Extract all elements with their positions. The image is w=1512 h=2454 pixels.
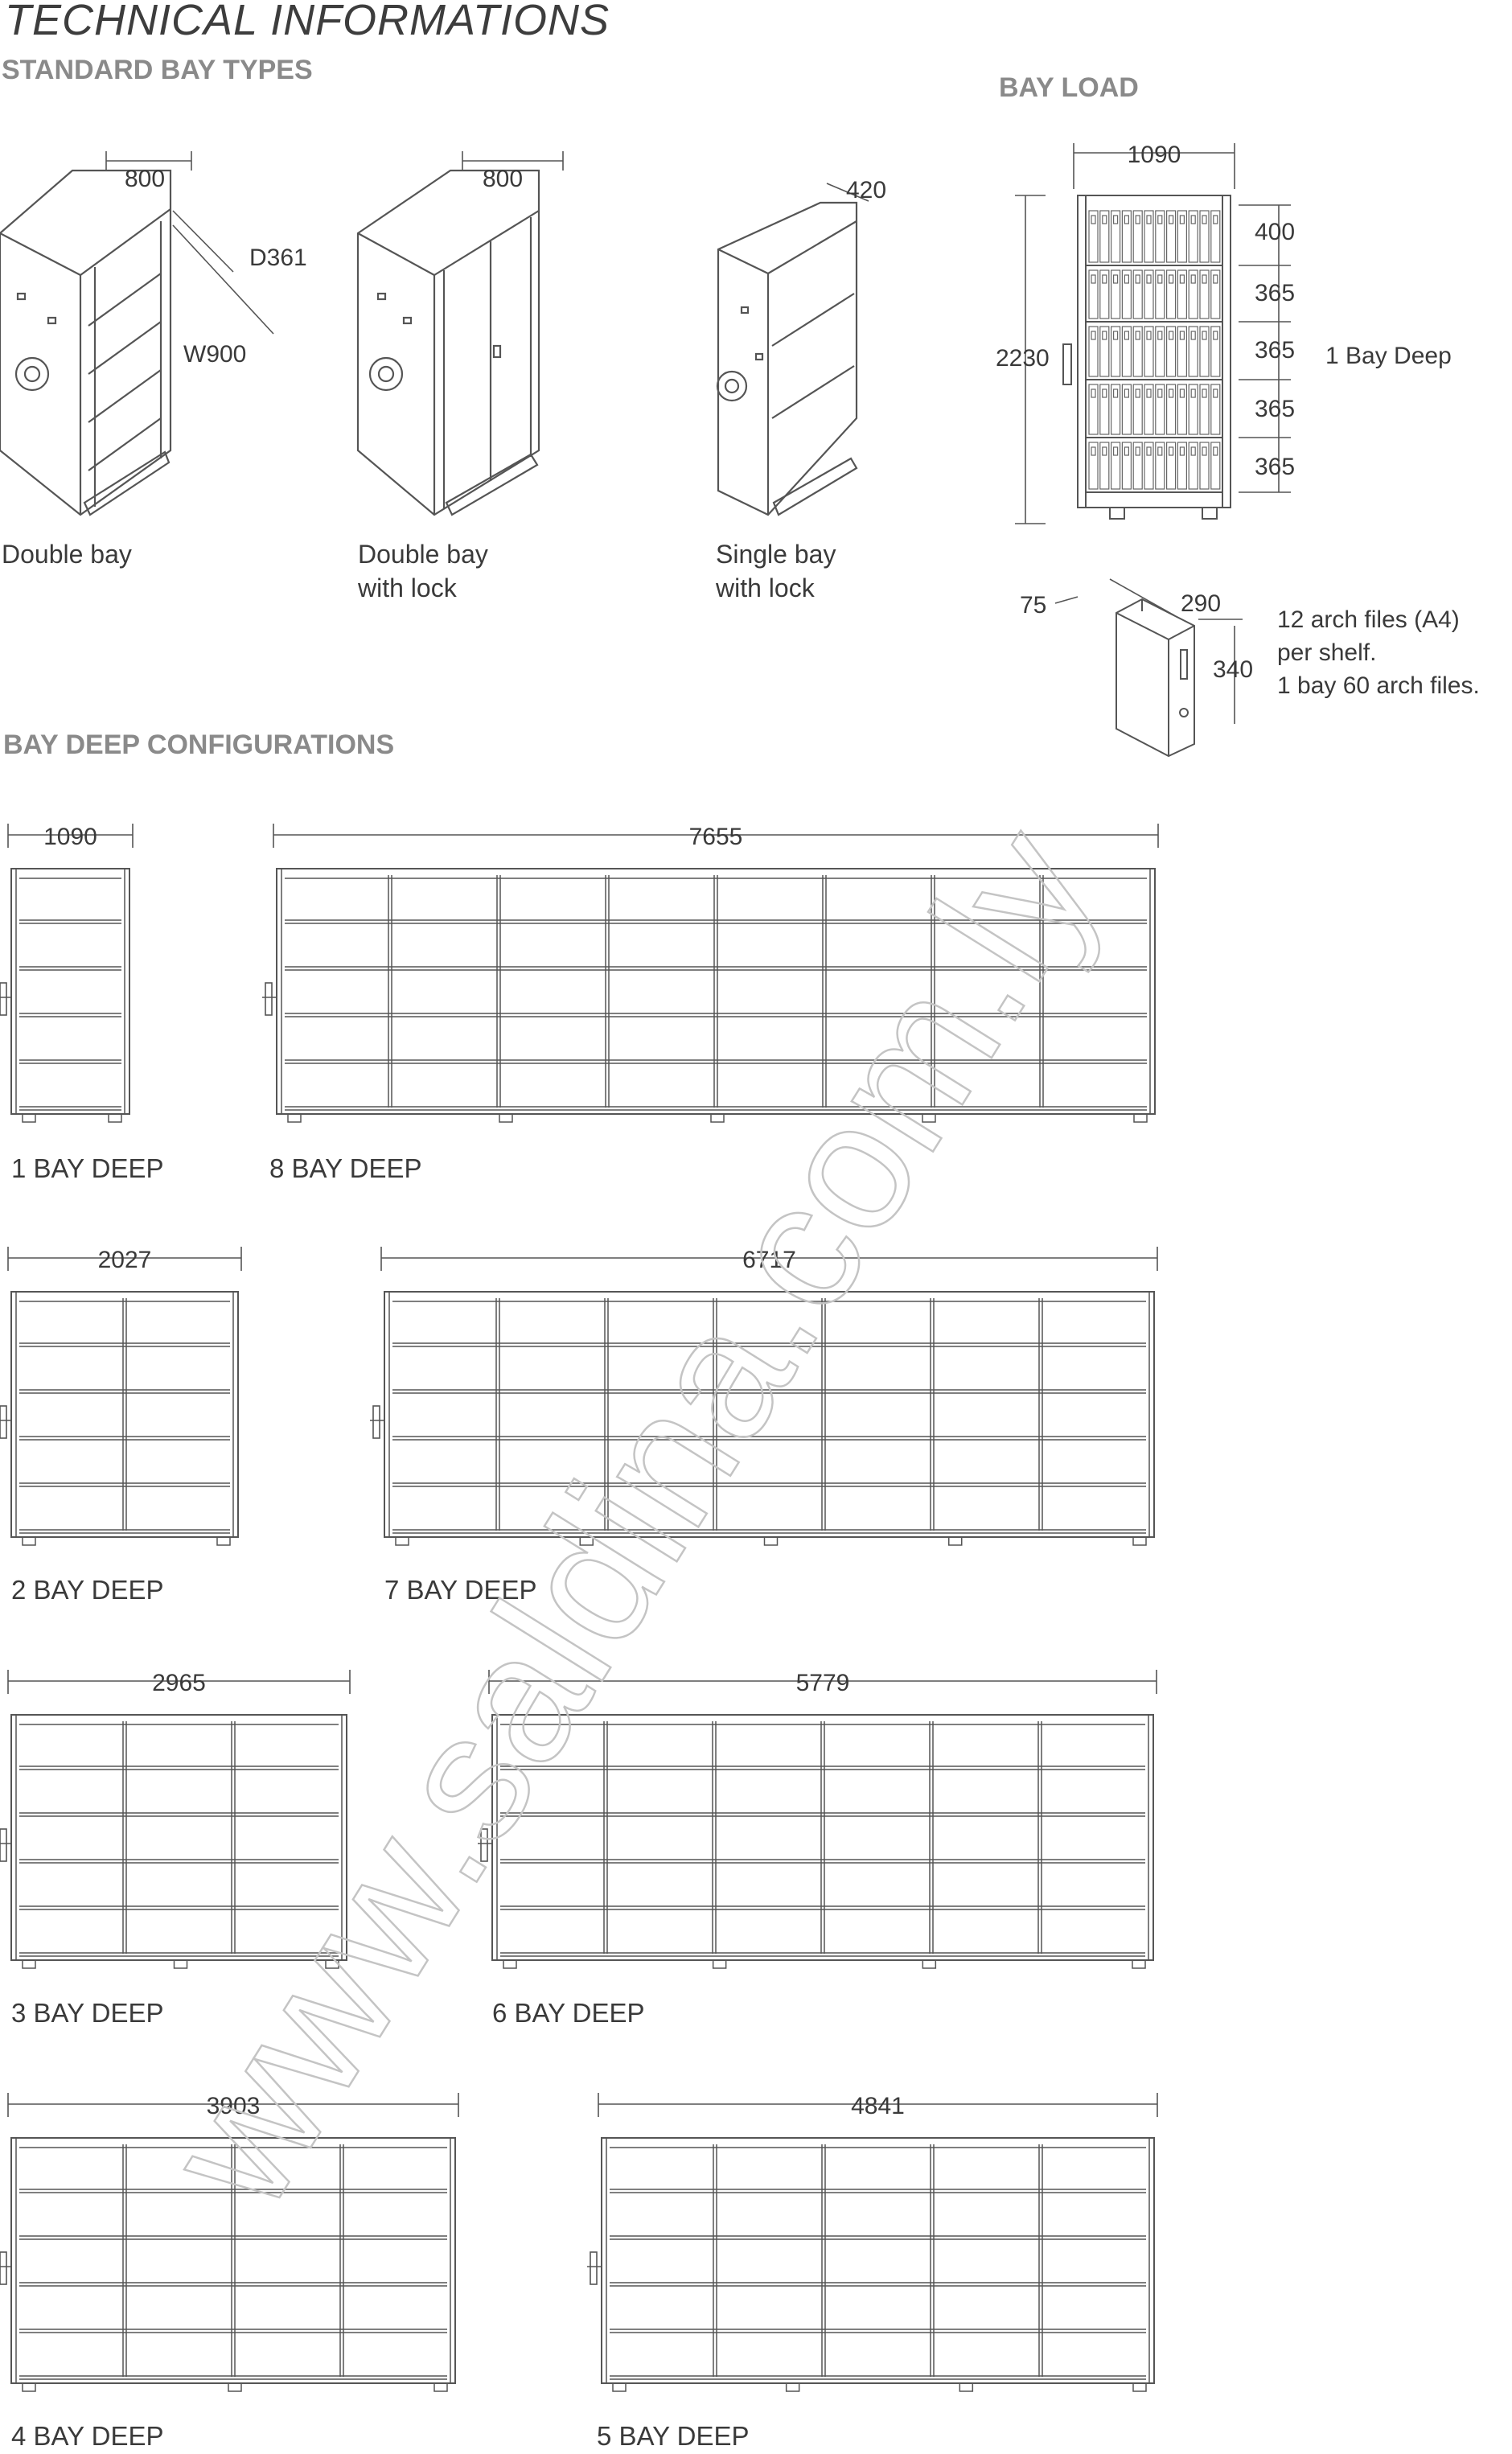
config-6-foot: [712, 1959, 727, 1969]
config-5-foot: [785, 2382, 800, 2392]
config-2-handle: [0, 1405, 7, 1439]
double-bay-label-line1: Double bay: [2, 540, 132, 569]
config-3-width-dim: 2965: [152, 1670, 206, 1696]
config-6-foot: [1132, 1959, 1146, 1969]
single-bay-lock-label: Single bay with lock: [716, 537, 836, 605]
config-7-handle: [372, 1405, 380, 1439]
config-3-handle: [0, 1828, 7, 1862]
shelf-height-2: 365: [1255, 280, 1295, 306]
config-1-foot: [108, 1113, 122, 1123]
config-2-foot: [216, 1536, 231, 1546]
bay-deep-configurations-title: BAY DEEP CONFIGURATIONS: [3, 730, 395, 760]
bay-load-note: 12 arch files (A4) per shelf. 1 bay 60 a…: [1277, 603, 1480, 702]
config-1-frame: [10, 868, 130, 1115]
config-7-foot: [763, 1536, 779, 1546]
config-7-foot: [1132, 1536, 1147, 1546]
config-3-foot: [22, 1959, 36, 1969]
config-5-handle: [590, 2251, 598, 2285]
config-1-handle: [0, 982, 7, 1016]
arch-file-drawing: [1116, 598, 1195, 758]
page-title: TECHNICAL INFORMATIONS: [5, 0, 610, 44]
config-6-handle: [480, 1828, 488, 1862]
config-4-foot: [22, 2382, 36, 2392]
config-5-foot: [1132, 2382, 1147, 2392]
config-7-foot: [948, 1536, 963, 1546]
config-label-7: 7 BAY DEEP: [384, 1575, 537, 1605]
config-1-width-dim: 1090: [43, 824, 97, 850]
shelf-height-5: 365: [1255, 454, 1295, 480]
config-4-handle: [0, 2251, 7, 2285]
single-bay-lock-label-line1: Single bay: [716, 540, 836, 569]
config-8-width-dim: 7655: [689, 824, 743, 850]
config-6-width-dim: 5779: [796, 1670, 850, 1696]
config-3-foot: [173, 1959, 188, 1969]
bay-load-note-line2: per shelf.: [1277, 639, 1377, 666]
config-5-frame: [601, 2137, 1155, 2384]
double-bay-lock-width-dim: 800: [483, 166, 523, 192]
config-label-6: 6 BAY DEEP: [492, 1998, 645, 2028]
config-label-3: 3 BAY DEEP: [11, 1998, 164, 2028]
config-6-frame: [491, 1714, 1154, 1961]
config-5-width-dim: 4841: [851, 2093, 905, 2119]
config-7-foot: [579, 1536, 594, 1546]
double-bay-label: Double bay: [2, 537, 132, 571]
single-bay-lock-drawing: [716, 201, 858, 516]
double-bay-lock-label-line1: Double bay: [358, 540, 488, 569]
config-7-width-dim: 6717: [742, 1247, 796, 1273]
config-7-foot: [395, 1536, 409, 1546]
bay-load-height-dim: 2230: [996, 345, 1050, 372]
config-3-frame: [10, 1714, 347, 1961]
config-label-2: 2 BAY DEEP: [11, 1575, 164, 1605]
double-bay-lock-label-line2: with lock: [358, 573, 457, 602]
config-8-foot: [922, 1113, 936, 1123]
config-4-foot: [228, 2382, 242, 2392]
config-2-width-dim: 2027: [98, 1247, 152, 1273]
file-width-dim: 290: [1181, 590, 1221, 617]
bay-load-note-line3: 1 bay 60 arch files.: [1277, 672, 1480, 699]
config-label-4: 4 BAY DEEP: [11, 2421, 164, 2451]
config-8-foot: [499, 1113, 513, 1123]
file-height-dim: 340: [1213, 656, 1253, 683]
config-8-foot: [287, 1113, 302, 1123]
standard-bay-types-title: STANDARD BAY TYPES: [2, 55, 313, 85]
config-8-frame: [276, 868, 1156, 1115]
config-2-frame: [10, 1291, 239, 1538]
bay-load-title: BAY LOAD: [999, 72, 1139, 103]
config-6-foot: [503, 1959, 517, 1969]
shelf-height-1: 400: [1255, 219, 1295, 245]
config-label-5: 5 BAY DEEP: [597, 2421, 750, 2451]
bay-load-label: 1 Bay Deep: [1325, 343, 1452, 369]
config-5-foot: [612, 2382, 627, 2392]
config-4-foot: [433, 2382, 448, 2392]
config-6-foot: [922, 1959, 937, 1969]
config-label-1: 1 BAY DEEP: [11, 1153, 164, 1183]
config-1-foot: [22, 1113, 36, 1123]
config-3-foot: [325, 1959, 339, 1969]
double-bay-width-dim: 800: [125, 166, 165, 192]
config-4-width-dim: 3903: [207, 2093, 261, 2119]
config-label-8: 8 BAY DEEP: [269, 1153, 422, 1183]
bay-load-width-dim: 1090: [1128, 142, 1181, 168]
single-bay-width-dim: 420: [846, 177, 886, 203]
config-2-foot: [22, 1536, 36, 1546]
double-bay-w-dim: W900: [183, 341, 246, 368]
double-bay-drawing: [0, 169, 172, 516]
single-bay-lock-label-line2: with lock: [716, 573, 815, 602]
binders-pattern: [1088, 210, 1221, 490]
config-8-handle: [265, 982, 273, 1016]
double-bay-lock-drawing: [356, 169, 540, 516]
file-depth-dim: 75: [1020, 592, 1046, 619]
config-4-frame: [10, 2137, 456, 2384]
config-8-foot: [710, 1113, 725, 1123]
double-bay-depth-dim: D361: [249, 245, 307, 271]
config-5-foot: [959, 2382, 974, 2392]
bay-load-note-line1: 12 arch files (A4): [1277, 606, 1460, 633]
shelf-height-4: 365: [1255, 396, 1295, 422]
double-bay-lock-label: Double bay with lock: [358, 537, 488, 605]
shelf-height-3: 365: [1255, 337, 1295, 364]
config-8-foot: [1133, 1113, 1148, 1123]
